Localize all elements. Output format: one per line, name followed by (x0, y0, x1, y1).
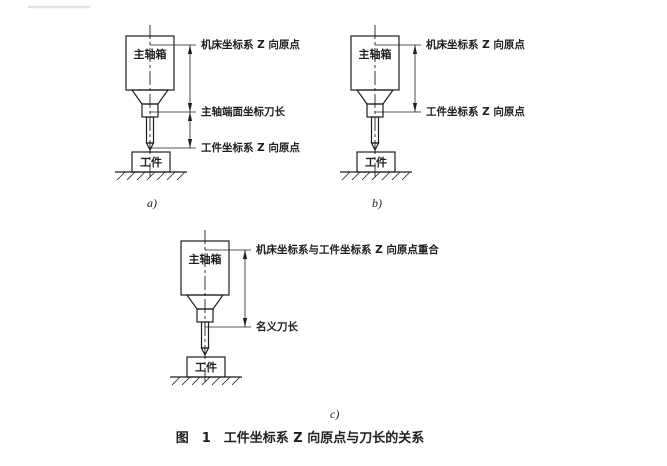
arrowhead-up-icon (187, 112, 193, 121)
spindle-box-label: 主轴箱 (189, 252, 222, 266)
workpiece-label: 工件 (195, 360, 217, 374)
annotation-machine-origin: 机床坐标系 Z 向原点 (201, 38, 300, 51)
annotation-workpiece-origin: 工件坐标系 Z 向原点 (426, 105, 525, 118)
arrowhead-down-icon (242, 318, 248, 327)
subfigure-a: 主轴箱 工件 机床坐标系 Z 向原点 主轴端面坐标刀长 工件坐标系 Z 向原点 … (115, 25, 300, 210)
workpiece-label: 工件 (365, 155, 387, 169)
arrowhead-down-icon (187, 139, 193, 148)
arrowhead-down-icon (187, 103, 193, 112)
ground-hatching (171, 376, 241, 386)
ink-layer: 主轴箱 工件 机床坐标系 Z 向原点 主轴端面坐标刀长 工件坐标系 Z 向原点 … (115, 25, 525, 446)
subfigure-letter-c: c) (330, 407, 339, 421)
annotation-machine-origin: 机床坐标系 Z 向原点 (426, 38, 525, 51)
tool-tip (370, 142, 380, 152)
arrowhead-up-icon (412, 45, 418, 54)
subfigure-b: 主轴箱 工件 机床坐标系 Z 向原点 工件坐标系 Z 向原点 b) (340, 25, 525, 210)
workpiece-label: 工件 (140, 155, 162, 169)
subfigure-c: 主轴箱 工件 机床坐标系与工件坐标系 Z 向原点重合 名义刀长 c) (170, 230, 439, 421)
tool-tip (145, 142, 155, 152)
subfigure-letter-b: b) (372, 196, 382, 210)
annotation-nominal-tool-length: 名义刀长 (256, 320, 298, 333)
tool-tip (200, 347, 210, 357)
spindle-box-label: 主轴箱 (134, 47, 167, 61)
annotation-workpiece-origin: 工件坐标系 Z 向原点 (201, 141, 300, 154)
arrowhead-down-icon (412, 103, 418, 112)
annotation-coincident-origin: 机床坐标系与工件坐标系 Z 向原点重合 (256, 243, 439, 256)
ground-hatching (341, 171, 411, 181)
subfigure-letter-a: a) (147, 196, 157, 210)
ground-hatching (116, 171, 186, 181)
arrowhead-up-icon (187, 45, 193, 54)
figure-caption: 图 1 工件坐标系 Z 向原点与刀长的关系 (176, 430, 425, 446)
arrowhead-up-icon (242, 250, 248, 259)
spindle-box-label: 主轴箱 (359, 47, 392, 61)
annotation-tool-length: 主轴端面坐标刀长 (201, 105, 285, 118)
